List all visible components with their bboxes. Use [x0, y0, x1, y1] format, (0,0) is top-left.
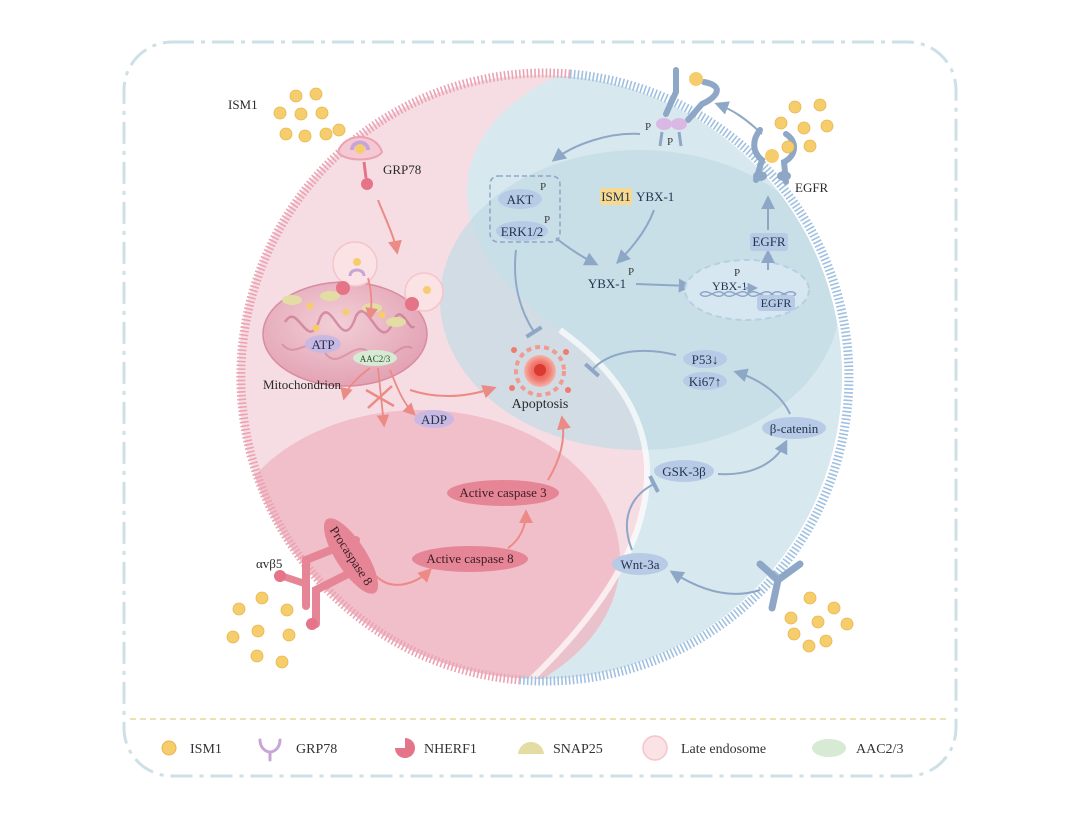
ism1-ybx1-to-ybx1-arrow — [616, 209, 655, 264]
ism1-in-mitochondrion — [306, 302, 386, 332]
egfr-protein-label: EGFR — [752, 234, 786, 249]
legend-label-ism1: ISM1 — [190, 742, 222, 757]
bottom-right-receptor — [756, 560, 804, 612]
akt-erk-inhibits-apoptosis — [513, 249, 543, 339]
ybx1-dna-label: YBX-1 — [712, 279, 747, 293]
aac23-label: AAC2/3 — [360, 354, 391, 364]
legend-label-late-endosome: Late endosome — [681, 742, 766, 757]
gsk3b-pill — [654, 460, 714, 482]
snap25-icon — [518, 742, 544, 754]
egfr-protein-box — [750, 233, 788, 251]
legend-label-snap25: SNAP25 — [553, 742, 603, 757]
active-caspase3-label: Active caspase 3 — [459, 485, 546, 500]
egfr-to-top-receptor-arrow — [714, 101, 763, 135]
caspase8-to-caspase3-arrow — [507, 509, 533, 549]
egfr-gene-box — [757, 295, 795, 311]
wnt3a-inhibits-gsk3b — [625, 475, 660, 551]
atp-adp-exchange-block — [365, 385, 395, 409]
endosome-to-mito-arrow — [365, 277, 378, 321]
atp-down-arrow-1 — [376, 367, 390, 428]
p-mark-dna: P — [734, 267, 740, 279]
ybx1-to-nucleus-arrow — [635, 278, 693, 293]
ki67-pill — [683, 372, 727, 390]
late-endosome-vesicles — [332, 241, 444, 312]
p-mark-erk: P — [544, 214, 550, 226]
adp-pill — [414, 410, 454, 428]
p-mark-top-1: P — [645, 121, 651, 133]
atp-down-arrow-2 — [340, 367, 371, 401]
top-receptor-to-akt-arrow — [551, 132, 641, 162]
akt-erk-dashed-box — [489, 175, 561, 243]
apoptosis-label: Apoptosis — [512, 397, 569, 412]
ism1-cluster-bottom-left — [226, 591, 296, 669]
mitochondrion-label: Mitochondrion — [263, 377, 341, 392]
egfr-gene-label: EGFR — [761, 296, 792, 310]
cell-membrane-pink — [236, 68, 571, 685]
grp78-receptor-icon — [258, 738, 282, 762]
ism1-highlight-box — [600, 188, 632, 205]
p-mark-akt: P — [540, 181, 546, 193]
procaspase8-to-caspase8-arrow — [375, 568, 432, 586]
gsk3b-label: GSK-3β — [662, 464, 706, 479]
beta-catenin-label: β-catenin — [770, 421, 819, 436]
erk-label: ERK1/2 — [501, 224, 544, 239]
beta-catenin-pill — [762, 417, 826, 439]
wnt3a-pill — [612, 553, 668, 575]
wnt3a-label: Wnt-3a — [621, 557, 660, 572]
egfr-top-receptor — [656, 67, 720, 147]
gsk3b-to-beta-catenin-arrow — [717, 439, 788, 476]
ism1-cluster-top-left — [273, 87, 346, 143]
ki67-label: Ki67↑ — [689, 374, 722, 389]
grp78-receptor — [336, 136, 384, 190]
outer-frame — [122, 40, 958, 778]
ism1-cluster-bottom-right — [784, 591, 854, 653]
akt-erk-to-ybx1-arrow — [555, 237, 599, 266]
grp78-to-endosome-arrow — [377, 199, 402, 255]
egfr-receptor-label: EGFR — [795, 180, 829, 195]
ism1-box-label: ISM1 — [601, 189, 631, 204]
aac23-pill — [353, 350, 397, 366]
ism1-label-top: ISM1 — [228, 97, 258, 112]
nherf1-icon — [395, 738, 415, 758]
erk-pill — [496, 221, 548, 241]
snap25-markers — [282, 291, 406, 327]
beta-catenin-to-p53-arrow — [733, 368, 791, 415]
atp-pill — [305, 335, 341, 353]
akt-label: AKT — [507, 192, 534, 207]
ism1-cluster-top-right — [774, 98, 834, 154]
cell-membrane-blue — [519, 69, 854, 686]
p53-ki67-inhibits-apoptosis — [583, 349, 677, 378]
atp-label: ATP — [311, 337, 334, 352]
grp78-label: GRP78 — [383, 162, 421, 177]
adp-arrow — [389, 369, 416, 416]
p-mark-ybx1: P — [628, 266, 634, 278]
ybx1-center-label: YBX-1 — [588, 276, 626, 291]
active-caspase8-label: Active caspase 8 — [426, 551, 513, 566]
p53-pill — [683, 350, 727, 368]
aac23-icon — [812, 739, 846, 757]
late-endosome-icon — [642, 735, 668, 761]
active-caspase8-pill — [412, 546, 528, 572]
legend-label-grp78: GRP78 — [296, 742, 337, 757]
apoptosis-cell-icon — [509, 345, 571, 397]
legend: ISM1 GRP78 NHERF1 SNAP25 Late endosome A… — [161, 735, 903, 762]
legend-label-nherf1: NHERF1 — [424, 742, 477, 757]
caspase3-to-apoptosis-arrow — [547, 415, 571, 481]
mito-to-apoptosis-arrow — [409, 384, 497, 399]
integrin-label: αvβ5 — [256, 556, 282, 571]
p53-label: P53↓ — [692, 352, 719, 367]
ybx1-label: YBX-1 — [636, 189, 674, 204]
legend-label-aac23: AAC2/3 — [856, 742, 903, 757]
egfr-membrane-receptor — [751, 127, 797, 185]
active-caspase3-pill — [447, 480, 559, 506]
receptor-to-wnt3a-arrow — [669, 570, 761, 595]
ism1-dot-icon — [161, 740, 177, 756]
akt-pill — [498, 189, 542, 209]
p-mark-top-2: P — [667, 136, 673, 148]
adp-label: ADP — [421, 412, 447, 427]
